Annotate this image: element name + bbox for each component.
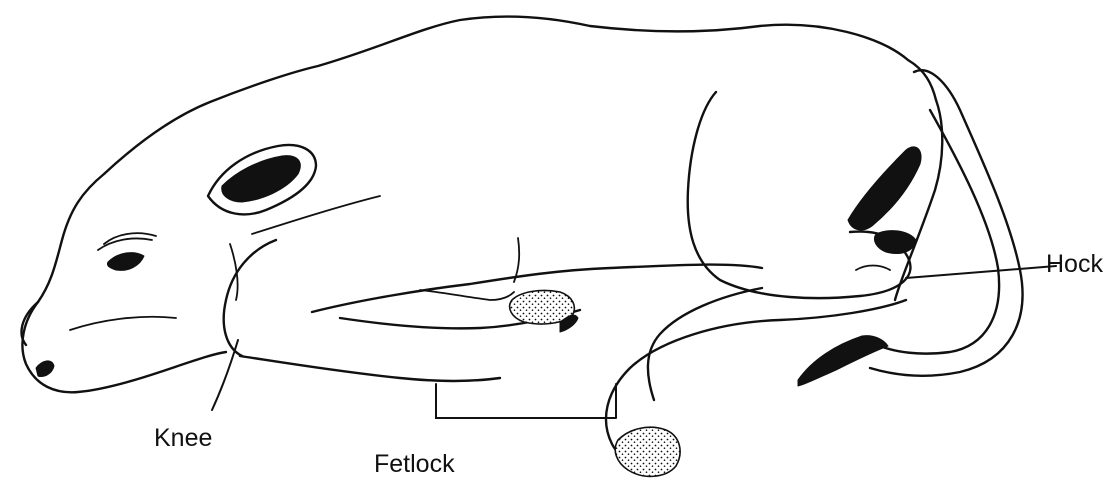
tail-switch [798, 336, 888, 386]
knee-leader-line [212, 340, 238, 410]
hock-joint [856, 266, 890, 271]
calf-illustration [22, 17, 1023, 477]
thigh-shadow [848, 147, 921, 230]
fetlock-label: Fetlock [374, 450, 455, 478]
calf-body-outline [22, 17, 936, 345]
jaw-line [70, 317, 176, 330]
belly-outline [240, 356, 500, 381]
neck-crease [230, 244, 238, 300]
foreleg-fold [420, 290, 514, 300]
tail [870, 70, 1023, 376]
shoulder-crease [514, 238, 519, 282]
neck-line [252, 196, 380, 234]
hock-shadow [874, 231, 916, 254]
eyelid-line [98, 238, 152, 250]
fetlock-leader-bracket [436, 384, 616, 418]
rump-outline [895, 100, 942, 300]
nostril [36, 361, 54, 377]
eye [107, 253, 144, 271]
hock-leader-line [906, 266, 1056, 278]
hind-hoof [615, 427, 680, 476]
ear-inner [222, 156, 301, 202]
chest-outline [224, 240, 276, 356]
hock-label: Hock [1046, 250, 1103, 278]
muzzle-outline [22, 302, 226, 392]
knee-label: Knee [154, 424, 212, 452]
